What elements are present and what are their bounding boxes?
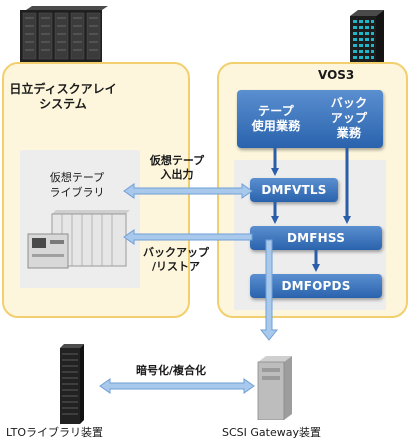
backup-restore-line2: /リストア [151, 260, 201, 273]
dmfvtls-box: DMFVTLS [250, 178, 338, 202]
backup-business-line3: 業務 [336, 126, 362, 140]
lto-label: LTOライブラリ装置 [6, 426, 103, 439]
hitachi-title-line2: システム [39, 97, 87, 111]
backup-restore-line1: バックアップ [143, 246, 209, 259]
virtual-tape-line2: ライブラリ [49, 186, 105, 199]
arrow-to-scsi [259, 239, 279, 341]
hitachi-title-line1: 日立ディスクアレイ [9, 82, 117, 96]
backup-business-label: バック アップ 業務 [319, 96, 379, 141]
arrow-crypto [99, 378, 255, 394]
tape-usage-line1: テープ [258, 104, 294, 118]
lto-library-icon [60, 344, 84, 424]
virtual-tape-io-line1: 仮想テープ [149, 154, 205, 167]
scsi-gateway-icon [257, 356, 292, 420]
vos3-title: VOS3 [318, 68, 355, 82]
backup-restore-label: バックアップ /リストア [126, 246, 226, 274]
tape-usage-line2: 使用業務 [251, 119, 301, 133]
virtual-tape-label: 仮想テープ ライブラリ [22, 170, 132, 200]
disk-array-icon [20, 6, 108, 62]
backup-business-line2: アップ [330, 111, 368, 125]
business-box: テープ 使用業務 バック アップ 業務 [237, 90, 383, 148]
virtual-tape-io-label: 仮想テープ 入出力 [132, 154, 222, 182]
backup-business-line1: バック [330, 96, 368, 110]
scsi-label: SCSI Gateway装置 [222, 426, 321, 439]
tape-usage-label: テープ 使用業務 [243, 104, 309, 134]
virtual-tape-line1: 仮想テープ [49, 171, 105, 184]
crypto-label: 暗号化/複合化 [136, 364, 207, 377]
hitachi-title: 日立ディスクアレイ システム [8, 82, 118, 112]
tape-library-icon [27, 210, 130, 269]
arrow-backup-restore [123, 229, 253, 245]
virtual-tape-io-line2: 入出力 [160, 168, 194, 181]
arrow-virtual-tape-io [123, 183, 253, 199]
